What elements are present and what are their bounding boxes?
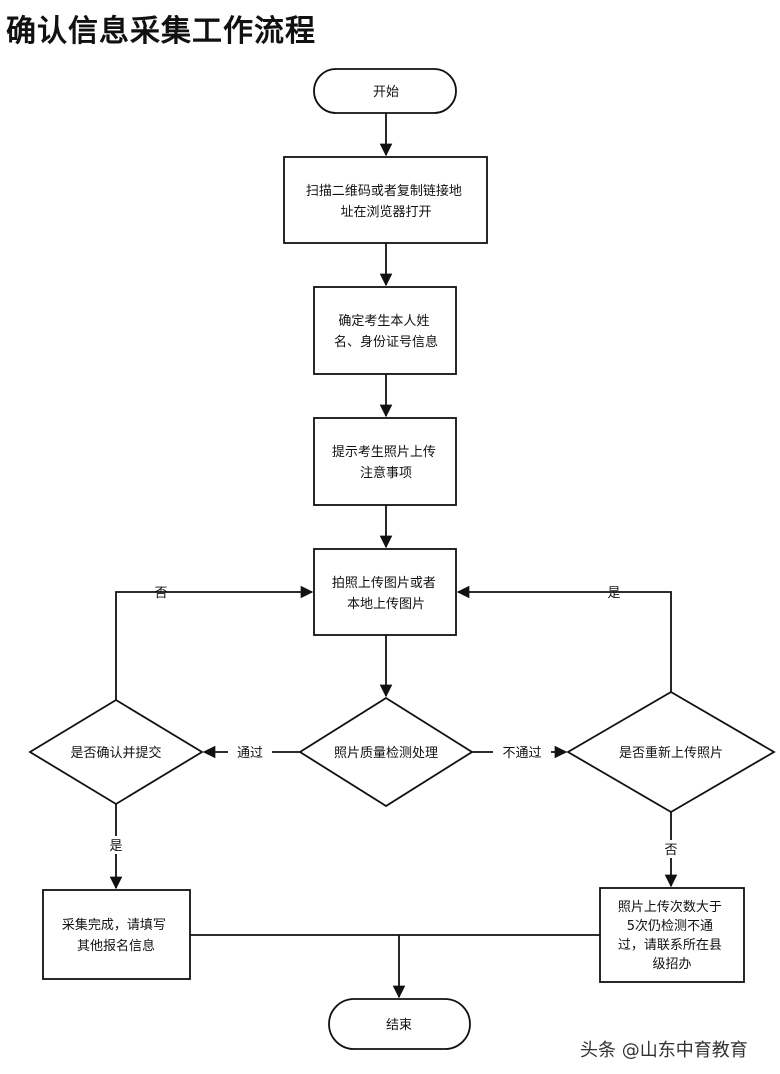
edge-label-pass: 通过 bbox=[237, 746, 263, 761]
scan-node bbox=[283, 156, 488, 244]
done-label: 采集完成，请填写 其他报名信息 bbox=[62, 917, 170, 954]
start-label: 开始 bbox=[373, 85, 399, 100]
fail-label: 照片上传次数大于 5次仍检测不通 过，请联系所在县 级招办 bbox=[618, 899, 726, 972]
edge-reupload-yes-photo bbox=[456, 585, 672, 692]
edge-label-fail: 不通过 bbox=[502, 746, 541, 761]
done-node bbox=[42, 889, 191, 980]
tips-node bbox=[313, 417, 457, 506]
tips-label: 提示考生照片上传 注意事项 bbox=[332, 444, 440, 481]
page-title: 确认信息采集工作流程 bbox=[6, 14, 316, 49]
photo-node bbox=[313, 548, 457, 636]
end-node bbox=[328, 998, 471, 1050]
confirm-node bbox=[313, 286, 457, 375]
fail-node bbox=[599, 887, 745, 983]
edge-submit-no-photo bbox=[115, 585, 314, 700]
reupload-label: 是否重新上传照片 bbox=[619, 745, 723, 761]
end-label: 结束 bbox=[386, 1018, 412, 1033]
watermark: 头条 @山东中育教育 bbox=[580, 1040, 748, 1061]
start-node bbox=[313, 68, 457, 114]
edge-label-reupload-no: 否 bbox=[664, 843, 677, 858]
edge-label-submit-yes: 是 bbox=[109, 839, 122, 854]
check-label: 照片质量检测处理 bbox=[334, 746, 438, 761]
scan-label: 扫描二维码或者复制链接地 址在浏览器打开 bbox=[306, 183, 466, 220]
confirm-label: 确定考生本人姓 名、身份证号信息 bbox=[334, 314, 438, 350]
photo-label: 拍照上传图片或者 本地上传图片 bbox=[332, 576, 440, 612]
edge-label-reupload-yes: 是 bbox=[607, 586, 620, 601]
edge-label-submit-no: 否 bbox=[154, 586, 167, 601]
check-node bbox=[298, 696, 474, 808]
submit-label: 是否确认并提交 bbox=[70, 745, 161, 761]
